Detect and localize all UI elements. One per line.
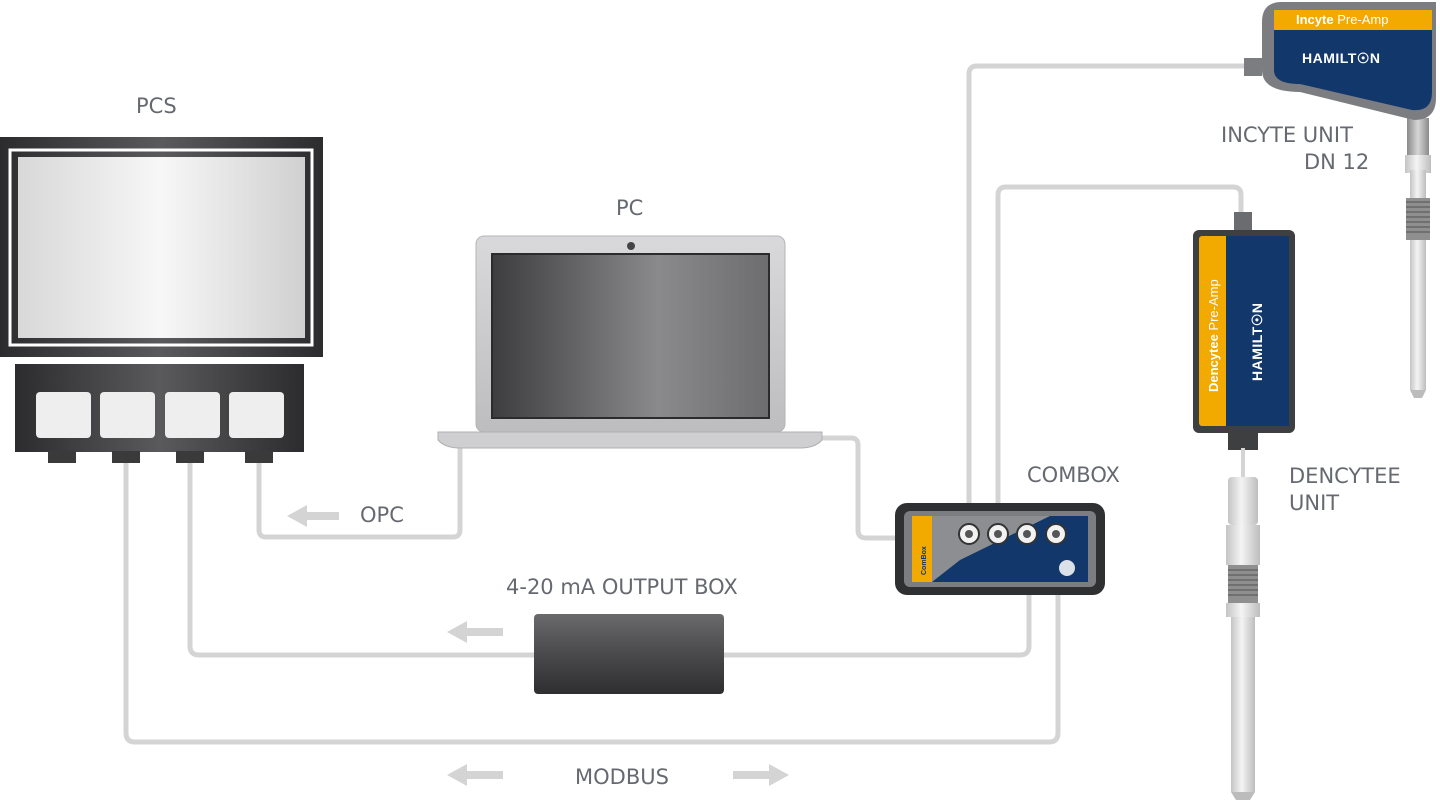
- label-modbus: MODBUS: [575, 765, 669, 789]
- pc-laptop: [437, 235, 823, 449]
- label-incyte-line2: DN 12: [1304, 150, 1369, 174]
- cable-pc-combox: [820, 435, 898, 541]
- laptop-screen: [491, 253, 770, 419]
- pcs-port-3: [165, 392, 220, 438]
- flow-arrows: [287, 505, 789, 786]
- pcs-port-4: [229, 392, 284, 438]
- dencytee-brand-logo: HAMILT☉N: [1249, 303, 1265, 382]
- pcs-connector-1: [48, 451, 76, 463]
- label-dencytee-line1: DENCYTEE: [1289, 464, 1401, 488]
- arrow-left-opc: [287, 505, 339, 527]
- label-combox: COMBOX: [1027, 463, 1120, 487]
- laptop-base: [437, 431, 823, 449]
- cable-modbus: [123, 462, 1061, 745]
- incyte-probe-shaft: [1410, 240, 1426, 390]
- label-pc: PC: [616, 196, 643, 220]
- combox-yellow-strip: [912, 516, 932, 582]
- incyte-thread: [1406, 198, 1430, 240]
- incyte-brand-logo: HAMILT☉N: [1302, 50, 1381, 66]
- label-incyte-line1: INCYTE UNIT: [1221, 123, 1353, 147]
- dencytee-preamp-label: Dencytee Pre-Amp: [1206, 279, 1221, 392]
- arrow-left-output: [447, 621, 503, 643]
- dencytee-probe-shaft: [1231, 617, 1255, 792]
- arrow-left-modbus: [447, 764, 503, 786]
- pcs-monitor-screen: [18, 157, 305, 338]
- label-opc: OPC: [360, 503, 404, 527]
- combox-device: ComBox: [895, 503, 1105, 595]
- dencytee-probe-head: [1228, 477, 1258, 525]
- pcs-port-2: [100, 392, 155, 438]
- label-dencytee-line2: UNIT: [1289, 491, 1339, 515]
- laptop-camera: [627, 242, 635, 250]
- pcs-terminal: [0, 137, 323, 463]
- incyte-unit: Incyte Pre-Amp HAMILT☉N: [1244, 2, 1436, 398]
- labels: PCS PC COMBOX INCYTE UNIT DN 12 DENCYTEE…: [136, 94, 1401, 789]
- pcs-connector-3: [176, 451, 204, 463]
- label-pcs: PCS: [136, 94, 177, 118]
- combox-logo-badge: [1059, 560, 1075, 576]
- pcs-connector-4: [245, 451, 273, 463]
- dencytee-unit: Dencytee Pre-Amp HAMILT☉N: [1193, 212, 1295, 800]
- incyte-preamp-label: Incyte Pre-Amp: [1296, 12, 1388, 27]
- dencytee-thread: [1228, 565, 1258, 603]
- output-box: [534, 614, 724, 694]
- cable-opc: [256, 448, 463, 540]
- cable-incyte: [966, 63, 1248, 508]
- pcs-connector-2: [112, 451, 140, 463]
- label-output-box: 4-20 mA OUTPUT BOX: [506, 575, 738, 599]
- cable-dencytee: [995, 184, 1244, 508]
- combox-logo-text: ComBox: [921, 546, 928, 575]
- pcs-port-1: [36, 392, 91, 438]
- arrow-right-modbus: [733, 764, 789, 786]
